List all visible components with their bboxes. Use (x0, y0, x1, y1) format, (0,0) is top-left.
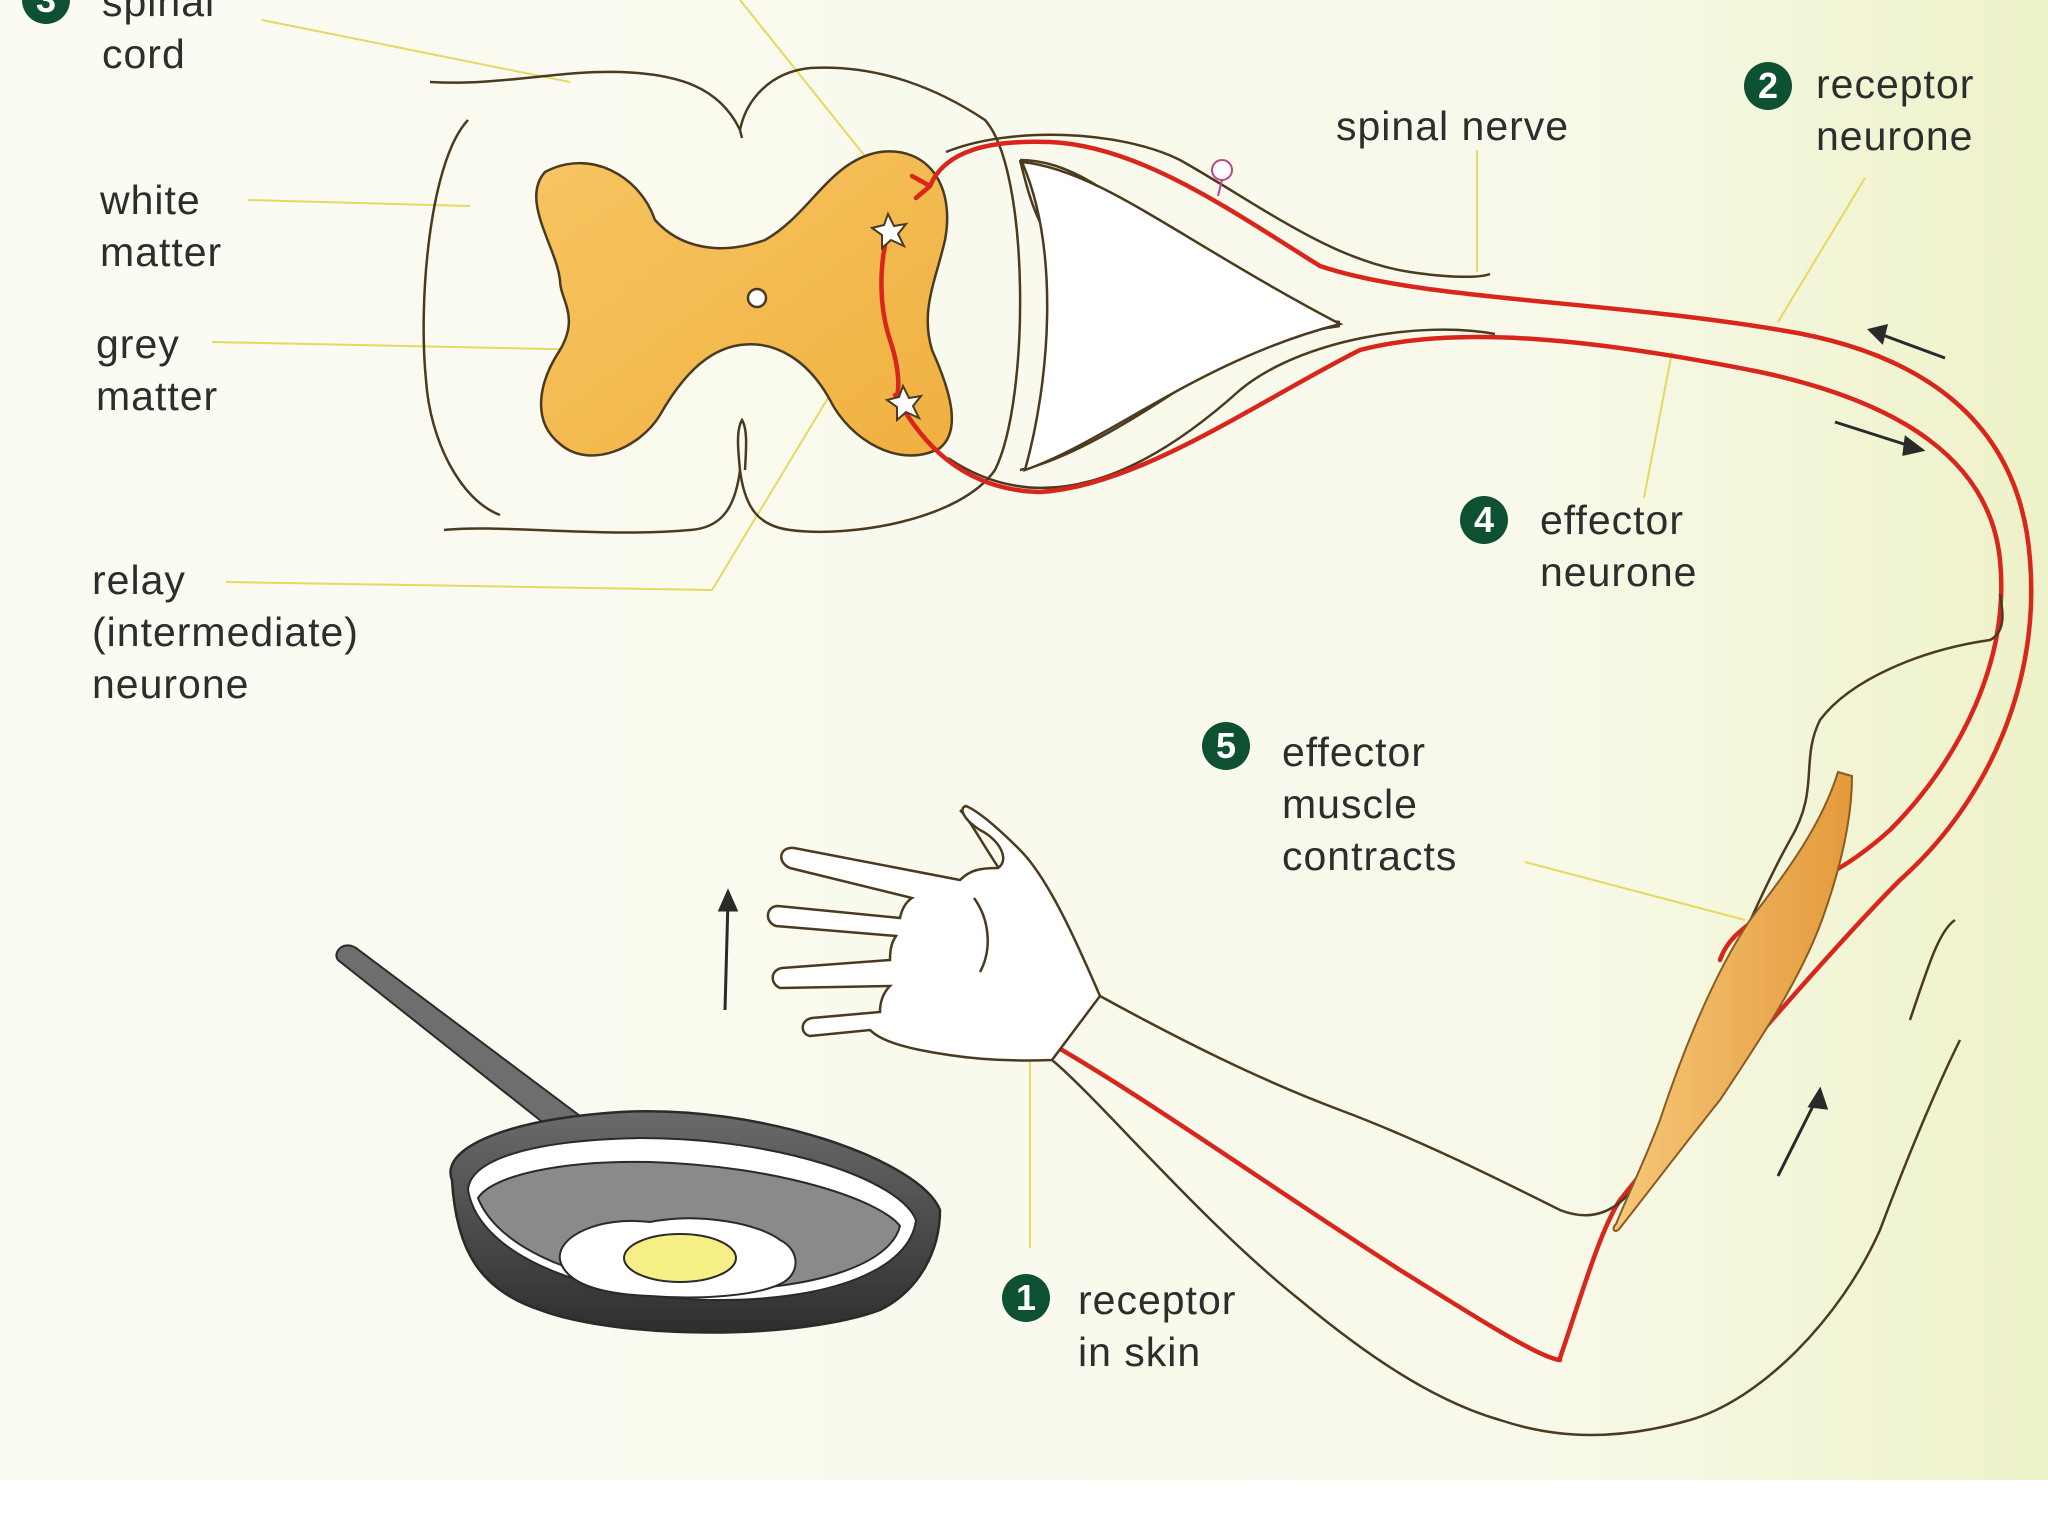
hand-palm (766, 804, 1102, 1062)
label-relay-line3: neurone (92, 661, 250, 707)
ganglion-stem (1217, 179, 1223, 197)
arrow-sensory-up-head (1807, 1086, 1829, 1110)
label-effector-muscle-line3: contracts (1282, 833, 1458, 879)
badge-4: 4 (1460, 496, 1508, 544)
direction-arrows (717, 323, 1946, 1177)
dorsal-root-outer (945, 133, 1491, 279)
spinal-cord (422, 66, 1022, 534)
label-grey-matter: grey matter (96, 318, 218, 422)
label-grey-matter-line2: matter (96, 373, 219, 419)
label-spinal-nerve: spinal nerve (1336, 100, 1569, 152)
label-white-matter: white matter (100, 174, 222, 278)
arrow-effector-out (1834, 420, 1911, 448)
egg-yolk (623, 1233, 737, 1283)
label-effector-neurone: effector neurone (1540, 494, 1697, 598)
grey-matter (534, 150, 954, 457)
arrow-upward-hand (723, 899, 730, 1011)
receptor-dendrite-top (909, 173, 933, 201)
arrow-effector-out-head (1902, 435, 1926, 456)
arm-lower-outline (1051, 1039, 1962, 1437)
biceps-muscle (1612, 770, 1854, 1232)
leader-relay (225, 581, 713, 591)
ventral-root-outer (947, 328, 1496, 490)
label-effector-muscle-line2: muscle (1282, 781, 1418, 827)
label-receptor-neurone-line1: receptor (1816, 61, 1975, 107)
frying-pan (335, 944, 942, 1334)
anterior-fissure (736, 417, 748, 471)
relay-cell-body (869, 211, 909, 251)
label-spinal-cord-line1: spinal (102, 0, 216, 25)
label-effector-muscle-line1: effector (1282, 729, 1426, 775)
label-relay-neurone: relay (intermediate) neurone (92, 554, 359, 710)
arrow-upward-hand-head (717, 888, 739, 912)
hand (766, 804, 1102, 1062)
leader-spinal-cord (261, 19, 571, 83)
relay-neurone (879, 229, 901, 403)
badge-1: 1 (1002, 1274, 1050, 1322)
leader-muscle (1524, 861, 1746, 921)
leader-receptor-neurone (1777, 177, 1866, 323)
central-canal (746, 287, 768, 309)
label-relay-line2: (intermediate) (92, 609, 359, 655)
label-spinal-nerve-text: spinal nerve (1336, 103, 1570, 149)
label-grey-matter-line1: grey (96, 321, 180, 367)
label-effector-neurone-line2: neurone (1540, 549, 1698, 595)
arm-upper-outline (1099, 593, 2004, 1217)
label-spinal-cord: spinal cord (102, 0, 215, 80)
leader-grey-matter (211, 341, 599, 351)
label-receptor-neurone-line2: neurone (1816, 113, 1974, 159)
label-receptor-skin-line1: receptor (1078, 1277, 1237, 1323)
leader-lines (211, 0, 1866, 1248)
root-triangle (1020, 160, 1344, 472)
elbow-detail (1908, 918, 1956, 1021)
label-white-matter-line2: matter (100, 229, 223, 275)
skin-neurone-path (1027, 1029, 1563, 1363)
label-receptor-neurone: receptor neurone (1816, 58, 1974, 162)
pan-handle (335, 944, 582, 1138)
badge-5: 5 (1202, 722, 1250, 770)
label-receptor-skin: receptor in skin (1078, 1274, 1236, 1378)
spinal-cord-left-edge (422, 119, 501, 517)
effector-neurone (892, 334, 2004, 893)
posterior-sulcus (738, 129, 744, 139)
label-effector-neurone-line1: effector (1540, 497, 1684, 543)
label-relay-line1: relay (92, 557, 186, 603)
cell-bodies (869, 159, 1233, 423)
badge-2: 2 (1744, 62, 1792, 110)
spinal-cord-outline (429, 66, 1022, 534)
leader-top-neuron (739, 0, 869, 161)
ganglion-cell-body (1211, 159, 1233, 181)
label-receptor-skin-line2: in skin (1078, 1329, 1202, 1375)
label-spinal-cord-line2: cord (102, 31, 186, 77)
page-bottom-band (0, 1480, 2048, 1536)
leader-white-matter (247, 199, 471, 207)
arrow-receptor-in (1879, 332, 1946, 360)
label-white-matter-line1: white (100, 177, 201, 223)
label-effector-muscle: effector muscle contracts (1282, 726, 1457, 882)
effector-cell-body (884, 383, 924, 423)
leader-effector-neurone (1643, 351, 1673, 499)
arrow-receptor-in-head (1867, 323, 1889, 345)
arrow-sensory-up (1776, 1099, 1818, 1177)
thumb-detail (972, 897, 989, 973)
